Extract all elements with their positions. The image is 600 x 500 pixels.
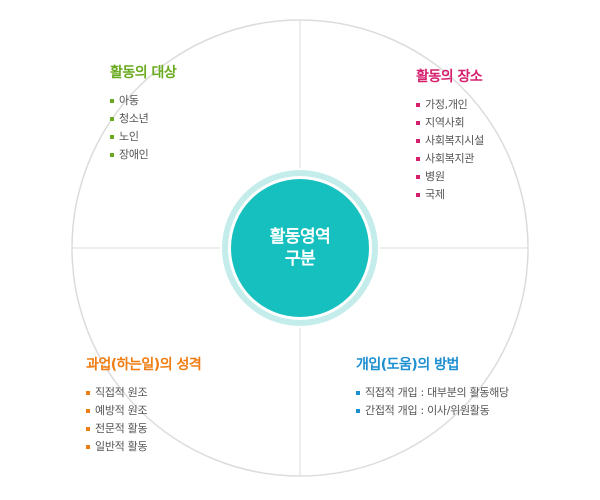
list-item-label: 아동 <box>119 94 139 107</box>
list-item-label: 병원 <box>425 170 445 183</box>
bullet-icon <box>110 117 114 121</box>
bullet-icon <box>110 135 114 139</box>
bullet-icon <box>86 427 90 431</box>
list-item: 예방적 원조 <box>86 402 201 420</box>
list-item: 전문적 활동 <box>86 420 201 438</box>
list-item: 사회복지시설 <box>416 132 484 150</box>
center-label-line1: 활동영역 <box>269 227 331 247</box>
quadrant-title: 개입(도움)의 방법 <box>356 357 459 373</box>
quadrant-title: 활동의 대상 <box>110 65 177 81</box>
list-item-label: 전문적 활동 <box>95 422 148 435</box>
bullet-icon <box>416 193 420 197</box>
list-item-label: 일반적 활동 <box>95 440 148 453</box>
list-item-label: 간접적 개입 : 이사/위원활동 <box>365 404 490 417</box>
list-item-label: 노인 <box>119 130 139 143</box>
bullet-icon <box>416 139 420 143</box>
list-item-label: 국제 <box>425 188 445 201</box>
list-item: 직접적 원조 <box>86 384 201 402</box>
center-circle <box>231 179 369 317</box>
list-item: 국제 <box>416 186 484 204</box>
list-item-label: 예방적 원조 <box>95 404 148 417</box>
list-item-label: 사회복지관 <box>425 152 475 165</box>
bullet-icon <box>110 153 114 157</box>
list-item: 간접적 개입 : 이사/위원활동 <box>356 402 509 420</box>
bullet-icon <box>356 409 360 413</box>
list-item-label: 지역사회 <box>425 116 465 129</box>
list-item: 청소년 <box>110 110 176 128</box>
list-item: 장애인 <box>110 146 176 164</box>
list-item: 일반적 활동 <box>86 438 201 456</box>
bullet-icon <box>416 175 420 179</box>
bullet-icon <box>416 157 420 161</box>
bullet-icon <box>356 391 360 395</box>
center-label: 활동영역 구분 <box>230 226 370 270</box>
list-item-label: 청소년 <box>119 112 149 125</box>
bullet-icon <box>86 445 90 449</box>
list-item-label: 직접적 개입 : 대부분의 활동해당 <box>365 386 509 399</box>
list-item-label: 사회복지시설 <box>425 134 484 147</box>
bullet-icon <box>110 99 114 103</box>
center-label-line2: 구분 <box>284 249 316 269</box>
quadrant-title: 과업(하는일)의 성격 <box>86 357 202 373</box>
list-item: 사회복지관 <box>416 150 484 168</box>
list-item: 병원 <box>416 168 484 186</box>
list-item: 아동 <box>110 92 176 110</box>
bullet-icon <box>86 409 90 413</box>
list-item-label: 직접적 원조 <box>95 386 148 399</box>
list-item: 직접적 개입 : 대부분의 활동해당 <box>356 384 509 402</box>
list-item: 노인 <box>110 128 176 146</box>
list-item: 가정,개인 <box>416 96 484 114</box>
list-item: 지역사회 <box>416 114 484 132</box>
bullet-icon <box>86 391 90 395</box>
bullet-icon <box>416 121 420 125</box>
list-item-label: 장애인 <box>119 148 149 161</box>
list-item-label: 가정,개인 <box>425 98 468 111</box>
quadrant-title: 활동의 장소 <box>416 69 483 85</box>
bullet-icon <box>416 103 420 107</box>
